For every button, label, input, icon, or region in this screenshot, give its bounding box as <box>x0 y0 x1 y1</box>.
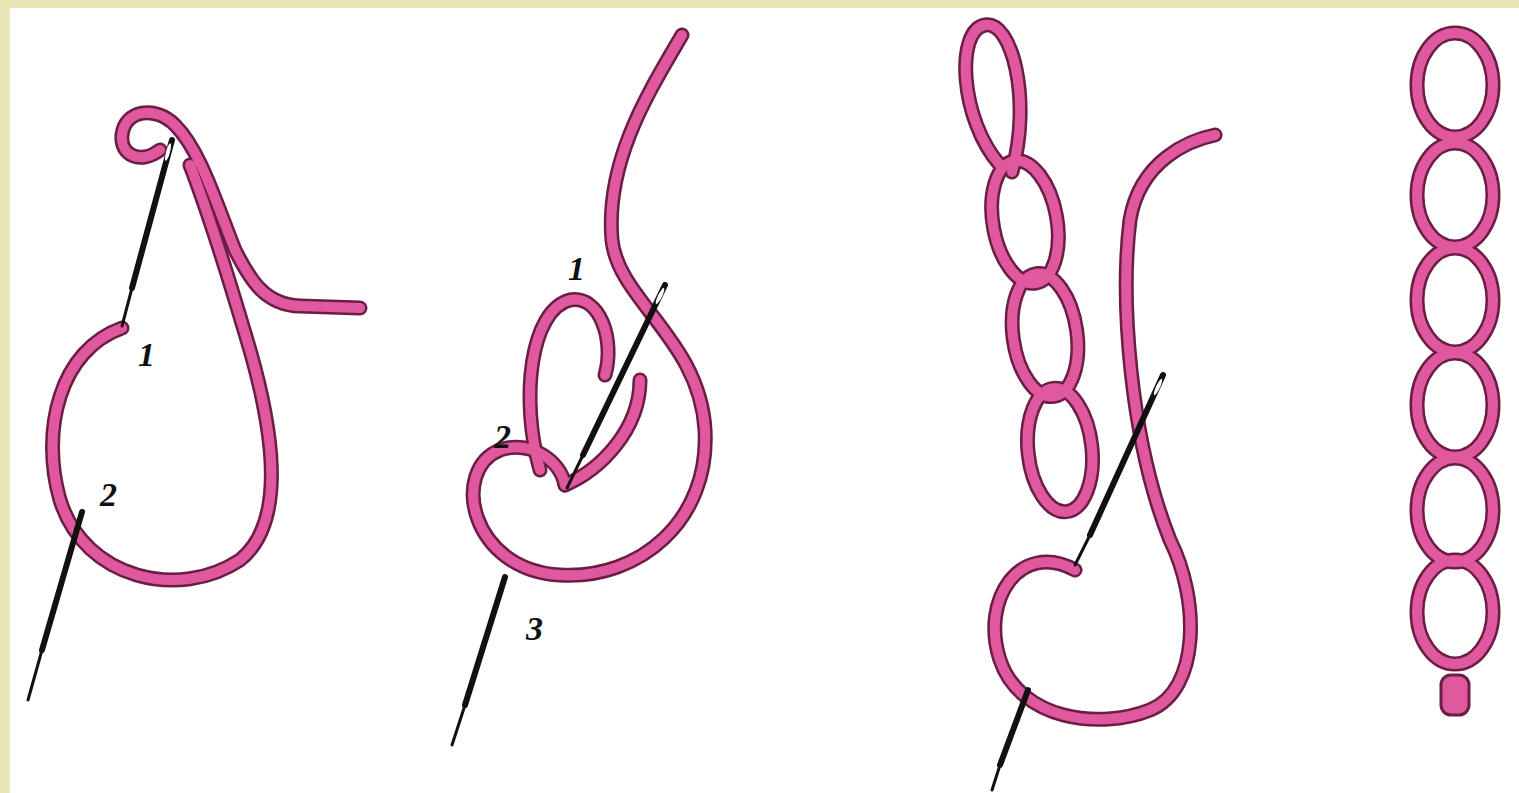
callout-number: 2 <box>100 478 117 512</box>
tack-stitch <box>1441 675 1469 715</box>
thread-outline <box>53 25 1493 720</box>
callout-number: 2 <box>494 420 511 454</box>
callout-number: 3 <box>526 612 543 646</box>
thread <box>53 25 1493 720</box>
callout-number: 1 <box>568 252 585 286</box>
paper-ground <box>10 8 1519 793</box>
needles <box>28 140 1164 790</box>
callout-number: 1 <box>138 338 155 372</box>
